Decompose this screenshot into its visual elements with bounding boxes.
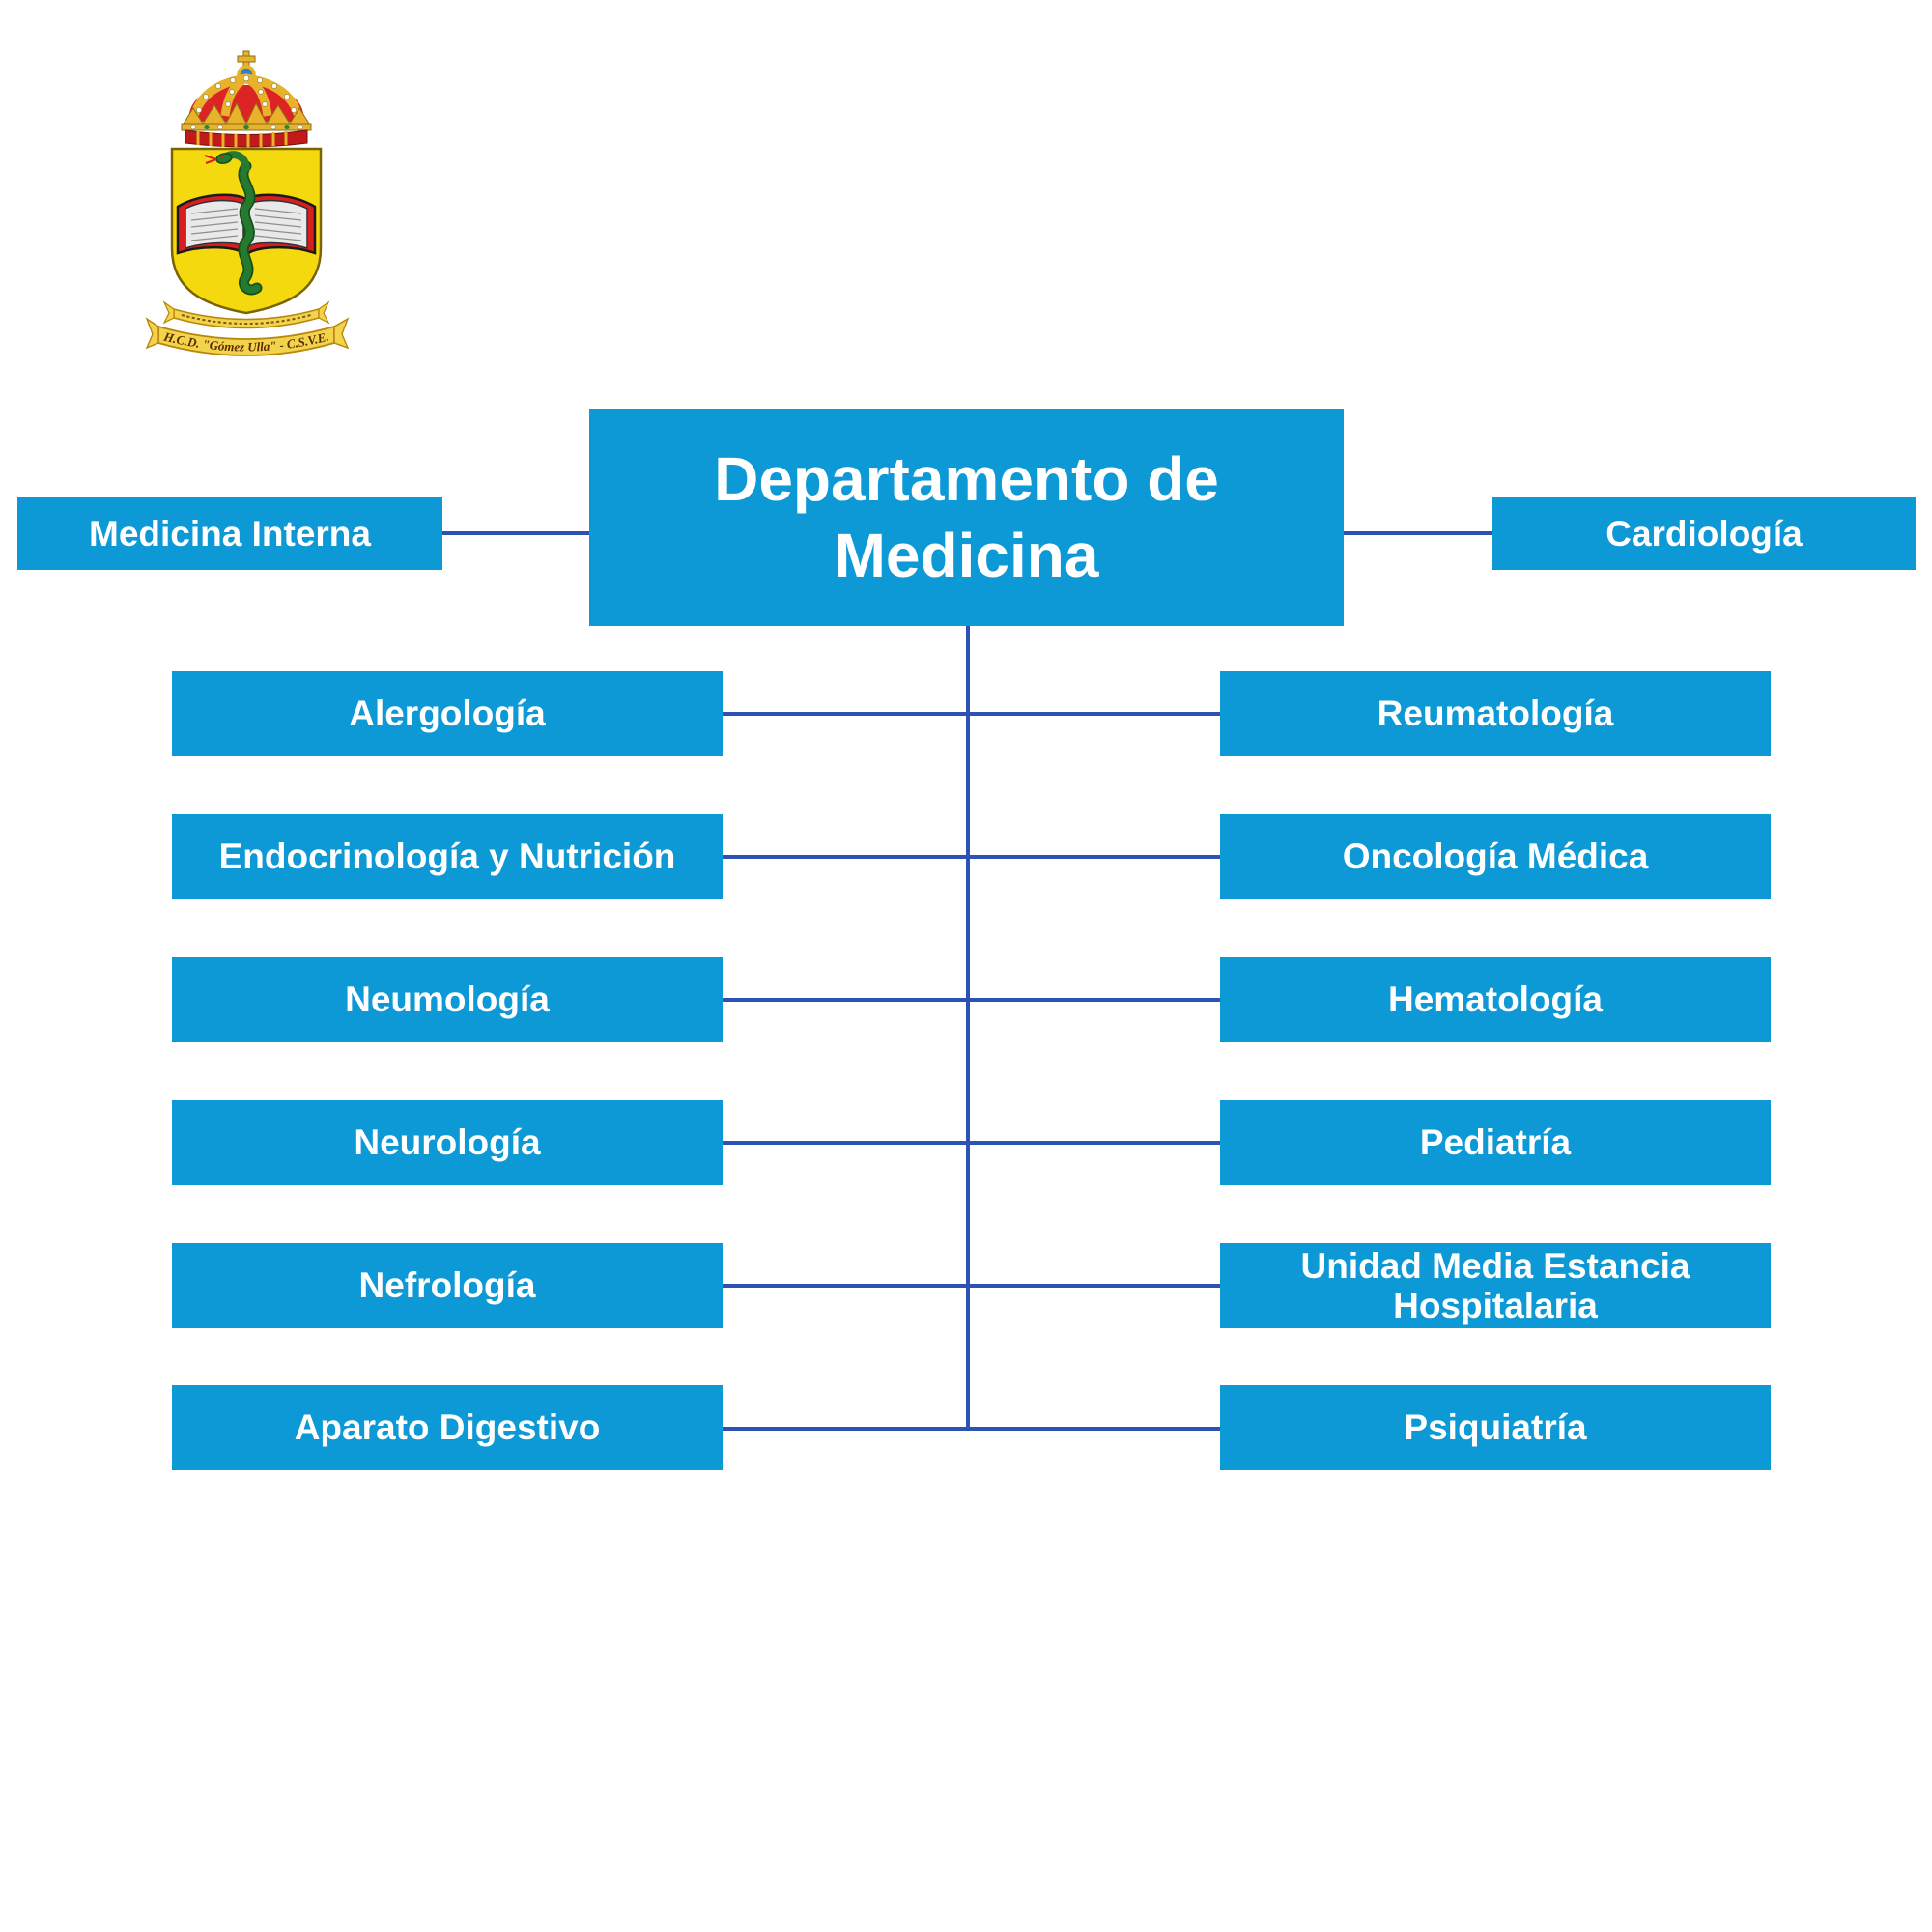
org-node-label: Alergología (349, 694, 546, 734)
org-node-label: Neumología (345, 980, 550, 1020)
org-node-label: Nefrología (358, 1265, 536, 1306)
org-node-label: Oncología Médica (1342, 837, 1649, 877)
connector-line (723, 1141, 1220, 1145)
org-node-neurologia: Neurología (172, 1100, 723, 1185)
connector-line (723, 712, 1220, 716)
org-node-psiquiatria: Psiquiatría (1220, 1385, 1771, 1470)
org-node-nefrologia: Nefrología (172, 1243, 723, 1328)
org-node-label: Medicina Interna (89, 513, 371, 554)
org-node-label: Cardiología (1605, 513, 1803, 554)
org-node-label: Psiquiatría (1404, 1407, 1587, 1448)
connector-line (966, 626, 970, 1430)
org-node-unidad-media-estancia-hospitalaria: Unidad Media Estancia Hospitalaria (1220, 1243, 1771, 1328)
crown-icon (181, 50, 312, 148)
org-node-label: Aparato Digestivo (294, 1407, 601, 1448)
motto-ribbon (162, 300, 330, 329)
org-node-reumatologia: Reumatología (1220, 671, 1771, 756)
connector-line (442, 531, 589, 535)
org-node-aparato-digestivo: Aparato Digestivo (172, 1385, 723, 1470)
org-node-label: Reumatología (1377, 694, 1614, 734)
org-node-departamento-de-medicina: Departamento de Medicina (589, 409, 1344, 626)
org-node-label: Hematología (1387, 980, 1604, 1020)
org-node-hematologia: Hematología (1220, 957, 1771, 1042)
connector-line (723, 1284, 1220, 1288)
org-node-label: Unidad Media Estancia Hospitalaria (1300, 1245, 1690, 1325)
org-node-label: Endocrinología y Nutrición (218, 837, 676, 877)
org-node-label: Neurología (354, 1122, 541, 1163)
org-node-label: Departamento de Medicina (714, 444, 1219, 590)
org-node-endocrinologia-y-nutricion: Endocrinología y Nutrición (172, 814, 723, 899)
org-node-medicina-interna: Medicina Interna (17, 497, 442, 570)
org-node-label: Pediatría (1419, 1122, 1572, 1163)
connector-line (723, 1427, 1220, 1431)
org-node-alergologia: Alergología (172, 671, 723, 756)
connector-line (723, 855, 1220, 859)
connector-line (1344, 531, 1492, 535)
hospital-crest-logo: H.C.D. "Gómez Ulla" - C.S.V.E. (145, 50, 350, 356)
org-node-cardiologia: Cardiología (1492, 497, 1916, 570)
org-node-oncologia-medica: Oncología Médica (1220, 814, 1771, 899)
serpent-icon (204, 151, 263, 296)
org-node-pediatria: Pediatría (1220, 1100, 1771, 1185)
connector-line (723, 998, 1220, 1002)
org-node-neumologia: Neumología (172, 957, 723, 1042)
